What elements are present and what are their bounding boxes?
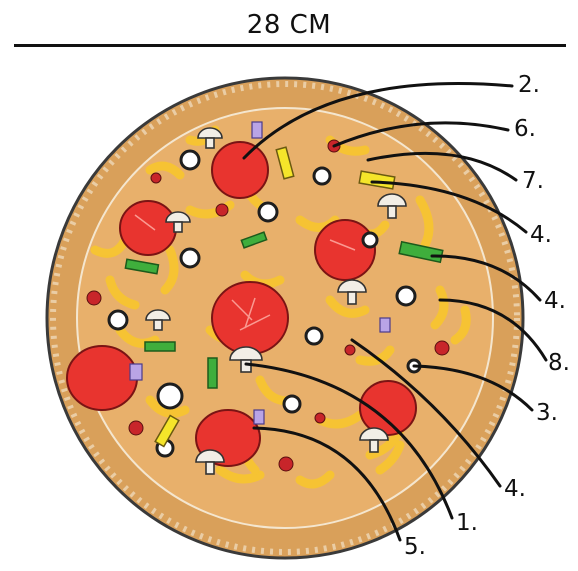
label-6: 6. <box>514 118 536 141</box>
label-5: 5. <box>404 536 426 559</box>
label-4c: 4. <box>504 478 526 501</box>
label-8: 8. <box>548 352 570 375</box>
label-4a: 4. <box>530 224 552 247</box>
label-1: 1. <box>456 512 478 535</box>
label-2: 2. <box>518 74 540 97</box>
label-7: 7. <box>522 170 544 193</box>
label-4b: 4. <box>544 290 566 313</box>
label-3: 3. <box>536 402 558 425</box>
